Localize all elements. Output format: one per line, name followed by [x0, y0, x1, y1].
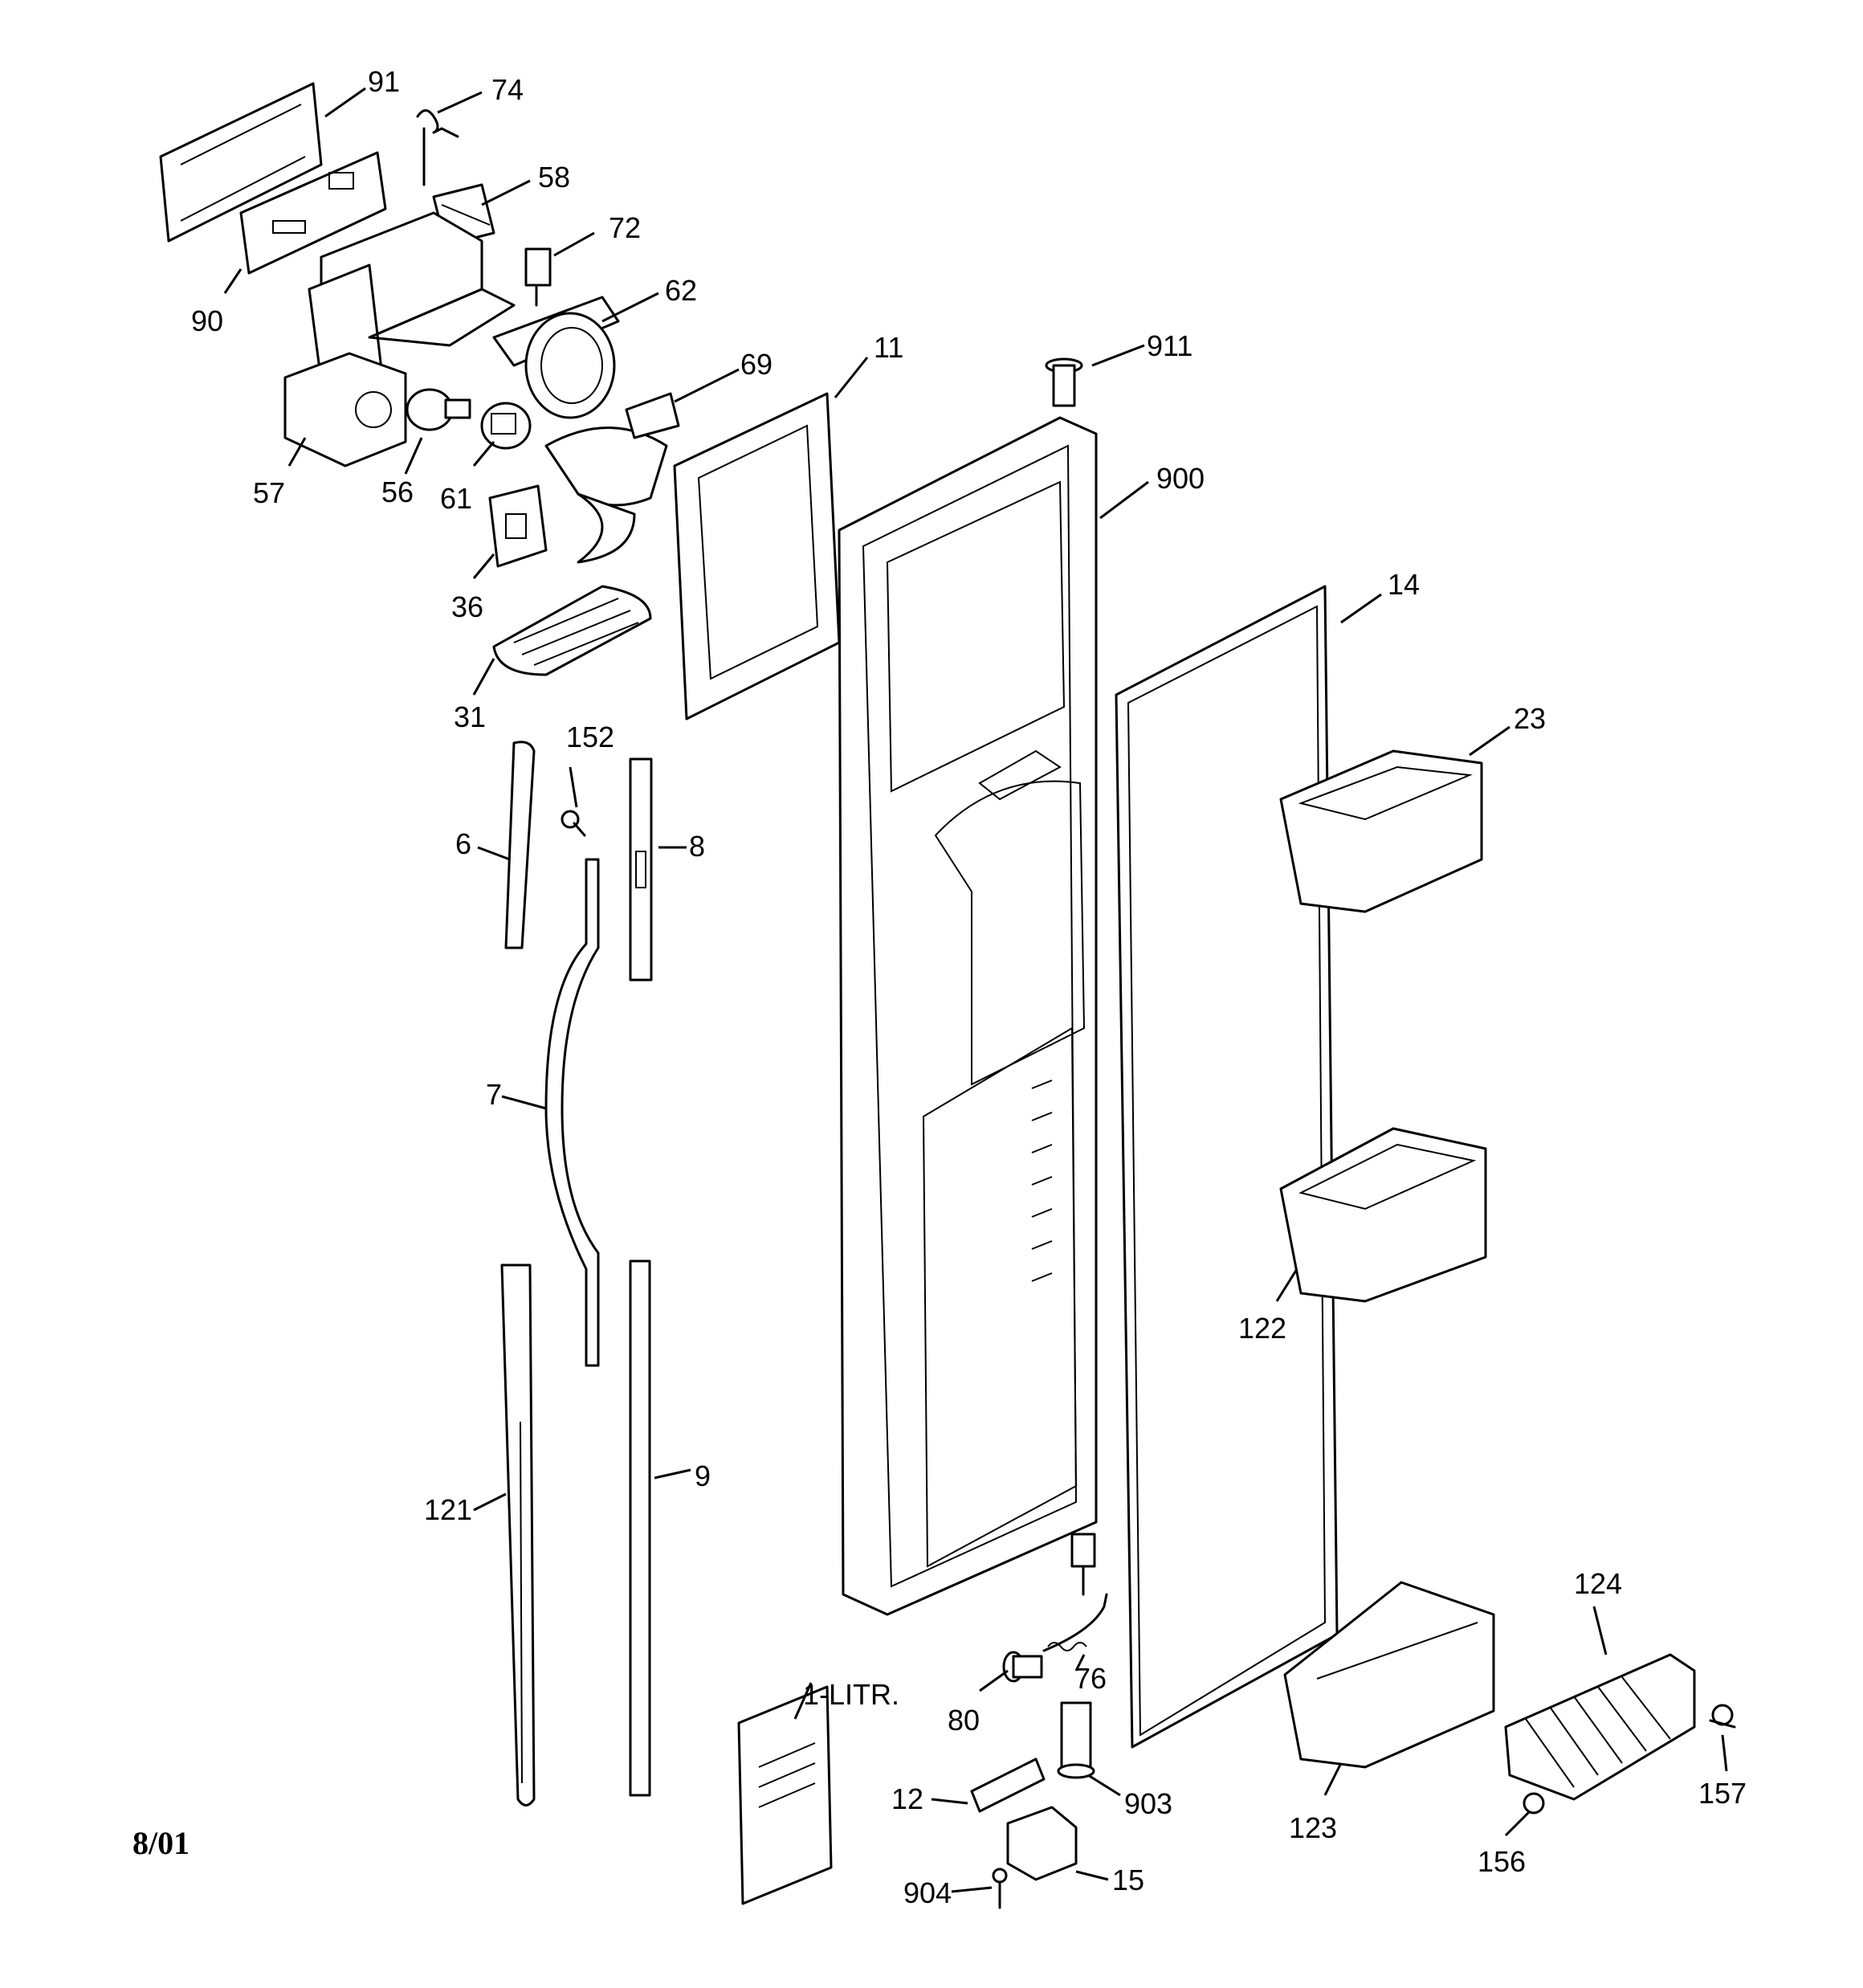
label-76: 76 [1074, 1662, 1107, 1695]
label-36: 36 [451, 590, 483, 623]
label-11: 11 [874, 331, 903, 364]
label-904: 904 [903, 1876, 952, 1909]
door-valve [1070, 1533, 1096, 1596]
part-61-socket [480, 402, 532, 450]
part-91-mounting-plate [159, 82, 323, 243]
part-6-trim-strip [504, 741, 536, 949]
label-58: 58 [538, 161, 570, 194]
label-6: 6 [455, 827, 471, 860]
part-900-door [838, 416, 1098, 1616]
part-57-motor-housing [283, 352, 407, 467]
label-156: 156 [1478, 1845, 1526, 1878]
part-36-actuator [488, 484, 548, 568]
part-121-trim-strip [500, 1263, 536, 1806]
part-15-hinge [1006, 1806, 1078, 1881]
label-8: 8 [689, 830, 705, 863]
label-911: 911 [1147, 329, 1192, 362]
part-8-bracket [629, 757, 653, 982]
label-74: 74 [491, 73, 524, 106]
part-152-screw [561, 810, 586, 837]
leader-lines [223, 87, 1728, 1893]
label-61: 61 [440, 482, 472, 515]
part-76-water-tube [1042, 1593, 1108, 1652]
label-69: 69 [740, 348, 773, 381]
part-80-fitting [1002, 1651, 1043, 1683]
label-80: 80 [948, 1704, 980, 1737]
part-62-motor-ring [492, 296, 620, 419]
part-9-bracket [629, 1259, 651, 1797]
part-23-door-bin-upper [1279, 749, 1483, 913]
label-91: 91 [368, 65, 400, 98]
part-123-door-bin-lower [1283, 1581, 1495, 1769]
part-11-dispenser-frame [673, 392, 841, 720]
part-122-door-bin-middle [1279, 1127, 1487, 1303]
label-900: 900 [1156, 462, 1205, 495]
label-15: 15 [1112, 1863, 1144, 1896]
label-122: 122 [1238, 1312, 1286, 1345]
label-121: 121 [424, 1493, 472, 1526]
label-7: 7 [486, 1078, 502, 1111]
part-903-bushing [1057, 1701, 1095, 1779]
part-911-bushing [1045, 357, 1083, 407]
part-904-screw [992, 1868, 1008, 1909]
part-manual-booklet [737, 1685, 833, 1905]
part-31-drip-tray [492, 585, 652, 676]
label-12: 12 [891, 1782, 923, 1815]
label-56: 56 [381, 476, 414, 508]
part-72-switch [524, 247, 552, 307]
label-62: 62 [665, 274, 697, 307]
part-156-screw [1523, 1792, 1545, 1815]
dispenser-housing [308, 211, 516, 383]
part-14-gasket [1115, 585, 1339, 1749]
label-1-litr: 1-LITR. [803, 1678, 899, 1711]
label-157: 157 [1698, 1777, 1747, 1810]
label-903: 903 [1124, 1787, 1172, 1820]
part-157-screw [1709, 1704, 1736, 1729]
door-shelf-clips [1031, 1080, 1053, 1282]
part-74-spring [416, 109, 459, 186]
label-124: 124 [1574, 1567, 1622, 1600]
date-code: 8/01 [132, 1825, 190, 1861]
part-56-bulb [406, 388, 471, 431]
label-23: 23 [1514, 702, 1546, 735]
part-90-control-board [239, 151, 387, 275]
label-72: 72 [609, 211, 641, 244]
label-90: 90 [191, 304, 223, 337]
label-14: 14 [1388, 568, 1420, 601]
part-12-bracket [970, 1757, 1046, 1813]
part-69-ice-chute [544, 392, 680, 564]
part-124-wire-basket [1504, 1653, 1696, 1801]
label-31: 31 [454, 700, 486, 733]
label-57: 57 [253, 476, 285, 509]
part-7-handle [544, 858, 600, 1367]
label-9: 9 [695, 1459, 711, 1492]
label-123: 123 [1289, 1811, 1337, 1844]
label-152: 152 [566, 720, 614, 753]
